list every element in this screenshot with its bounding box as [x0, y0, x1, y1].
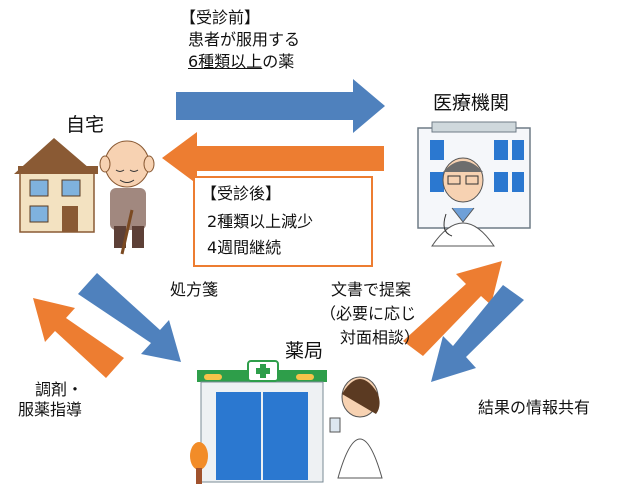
after-visit-box: 【受診後】 2種類以上減少 4週間継続	[193, 176, 373, 267]
prescription-label: 処方箋	[170, 280, 219, 299]
dispensing-label-line2: 服薬指導	[18, 400, 83, 419]
blue-arrow-hospital-to-pharmacy	[431, 285, 524, 382]
result-sharing-label: 結果の情報共有	[478, 398, 591, 417]
before-visit-line1: 患者が服用する	[188, 30, 301, 49]
orange-arrow-pharmacy-to-hospital	[403, 261, 502, 356]
proposal-label-line3: 対面相談）	[340, 328, 421, 347]
pharmacy-label: 薬局	[285, 340, 324, 362]
proposal-label-line1: 文書で提案	[331, 280, 412, 299]
before-visit-heading: 【受診前】	[180, 8, 261, 27]
home-label: 自宅	[66, 114, 105, 136]
before-visit-underlined: 6種類以上	[188, 52, 263, 71]
proposal-label-line2: （必要に応じ	[320, 304, 417, 323]
before-visit-line2: 6種類以上の薬	[188, 52, 294, 72]
after-visit-line2: 4週間継続	[207, 238, 282, 257]
after-visit-heading: 【受診後】	[201, 184, 282, 203]
blue-arrow-home-to-pharmacy	[78, 273, 181, 362]
hospital-label: 医療機関	[433, 92, 510, 114]
after-visit-line1: 2種類以上減少	[207, 212, 314, 231]
before-visit-line2-rest: の薬	[262, 52, 295, 71]
blue-arrow-home-to-hospital	[176, 79, 385, 133]
dispensing-label-line1: 調剤・	[35, 380, 84, 399]
orange-arrow-hospital-to-home	[162, 132, 384, 184]
orange-arrow-pharmacy-to-home	[33, 298, 124, 378]
